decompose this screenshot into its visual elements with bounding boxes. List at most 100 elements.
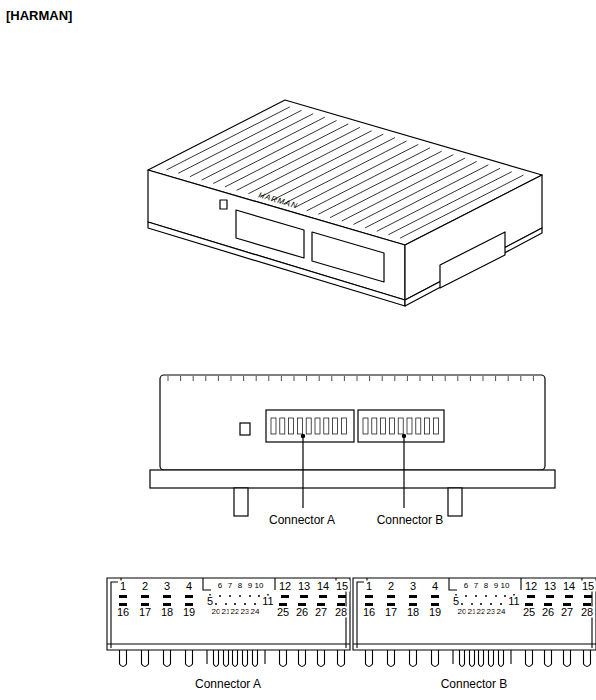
pin-number: 8 xyxy=(482,582,490,590)
pin-number: 17 xyxy=(137,607,153,618)
leader-line xyxy=(302,436,303,508)
socket-cavity xyxy=(297,418,302,434)
fin-edge xyxy=(520,376,521,381)
mounting-foot xyxy=(448,488,462,516)
cooling-fin xyxy=(283,141,406,204)
pin-number: 12 xyxy=(277,581,293,592)
socket-cavity xyxy=(315,418,320,434)
pin-number: 3 xyxy=(162,581,172,592)
socket-cavity xyxy=(333,418,338,434)
fin-edge xyxy=(483,376,484,381)
cooling-fin xyxy=(365,165,488,228)
pin-number: 15 xyxy=(580,581,596,592)
pin-number: 10 xyxy=(253,582,266,590)
cooling-fin xyxy=(225,124,348,187)
socket-cavity xyxy=(363,418,368,434)
pin-leg xyxy=(453,650,511,664)
pin-cavity xyxy=(387,595,395,598)
pin-leg xyxy=(545,650,552,667)
cooling-fin xyxy=(330,155,453,218)
pin-leg xyxy=(410,650,417,667)
pin-leg xyxy=(584,650,591,667)
cooling-fin xyxy=(167,107,290,170)
fin-edge xyxy=(445,376,446,381)
pin-number: 28 xyxy=(579,607,595,618)
socket-cavity xyxy=(433,418,438,434)
connector-socket xyxy=(312,232,384,282)
pin-leg xyxy=(207,650,265,664)
fin-edge xyxy=(180,376,181,381)
socket-cavity xyxy=(280,418,285,434)
fin-edge xyxy=(420,376,421,381)
socket-cavity xyxy=(341,418,346,434)
cooling-fin xyxy=(213,121,336,184)
pin-number: 2 xyxy=(140,581,150,592)
cooling-fin xyxy=(353,161,476,224)
pin-leg xyxy=(526,650,533,667)
fin-edge xyxy=(432,376,433,381)
connector-detail xyxy=(107,578,350,648)
fin-edge xyxy=(382,376,383,381)
pin-leg xyxy=(564,650,571,667)
fin-edge xyxy=(218,376,219,381)
pin-cavity xyxy=(495,595,497,597)
pin-cavity xyxy=(480,603,482,605)
pin-cavity xyxy=(249,595,251,597)
leader-line xyxy=(403,436,404,508)
fin-edge xyxy=(281,376,282,381)
pin-leg xyxy=(224,650,229,667)
pin-cavity xyxy=(409,595,417,598)
fin-edge xyxy=(508,376,509,381)
cooling-fin xyxy=(400,175,523,238)
pin-number: 26 xyxy=(294,607,310,618)
socket-cavity xyxy=(425,418,430,434)
pin-leg xyxy=(120,650,127,667)
fin-edge xyxy=(344,376,345,381)
pin-number: 25 xyxy=(521,607,537,618)
pin-number: 7 xyxy=(472,582,480,590)
pin-number: 4 xyxy=(430,581,440,592)
pin-number: 8 xyxy=(236,582,244,590)
connector-b-side xyxy=(358,410,444,442)
pin-number: 18 xyxy=(159,607,175,618)
fin-edge xyxy=(533,376,534,381)
pin-leg xyxy=(366,650,373,667)
pin-cavity xyxy=(527,595,535,598)
connector-face xyxy=(107,578,350,650)
pin-leg xyxy=(214,650,219,667)
pin-number: 13 xyxy=(296,581,312,592)
fin-edge xyxy=(168,376,169,381)
callout-label: Connector B xyxy=(377,514,444,526)
cooling-fin xyxy=(377,168,500,231)
pin-number: 19 xyxy=(181,607,197,618)
socket-cavity xyxy=(416,418,421,434)
pin-number: 4 xyxy=(184,581,194,592)
cooling-fin xyxy=(260,134,383,197)
pin-number: 14 xyxy=(561,581,577,592)
pin-number: 19 xyxy=(427,607,443,618)
pin-number: 18 xyxy=(405,607,421,618)
pin-cavity xyxy=(141,595,149,598)
pin-number: 6 xyxy=(216,582,224,590)
cooling-fin xyxy=(388,172,511,235)
pin-number: 17 xyxy=(383,607,399,618)
pin-cavity xyxy=(215,603,217,605)
fin-edge xyxy=(357,376,358,381)
pin-number: 16 xyxy=(115,607,131,618)
pin-cavity xyxy=(338,595,346,598)
pin-leg xyxy=(470,650,475,667)
pin-number: 1 xyxy=(118,581,128,592)
pin-leg xyxy=(432,650,439,667)
pin-cavity xyxy=(225,603,227,605)
pin-leg xyxy=(388,650,395,667)
pin-cavity xyxy=(500,603,502,605)
pin-number: 16 xyxy=(361,607,377,618)
pin-number: 14 xyxy=(315,581,331,592)
pin-number: 15 xyxy=(334,581,350,592)
pin-cavity xyxy=(244,603,246,605)
indicator xyxy=(240,423,250,435)
pin-cavity xyxy=(490,603,492,605)
fin-edge xyxy=(457,376,458,381)
pin-leg xyxy=(499,650,504,667)
pin-number: 24 xyxy=(495,608,508,616)
